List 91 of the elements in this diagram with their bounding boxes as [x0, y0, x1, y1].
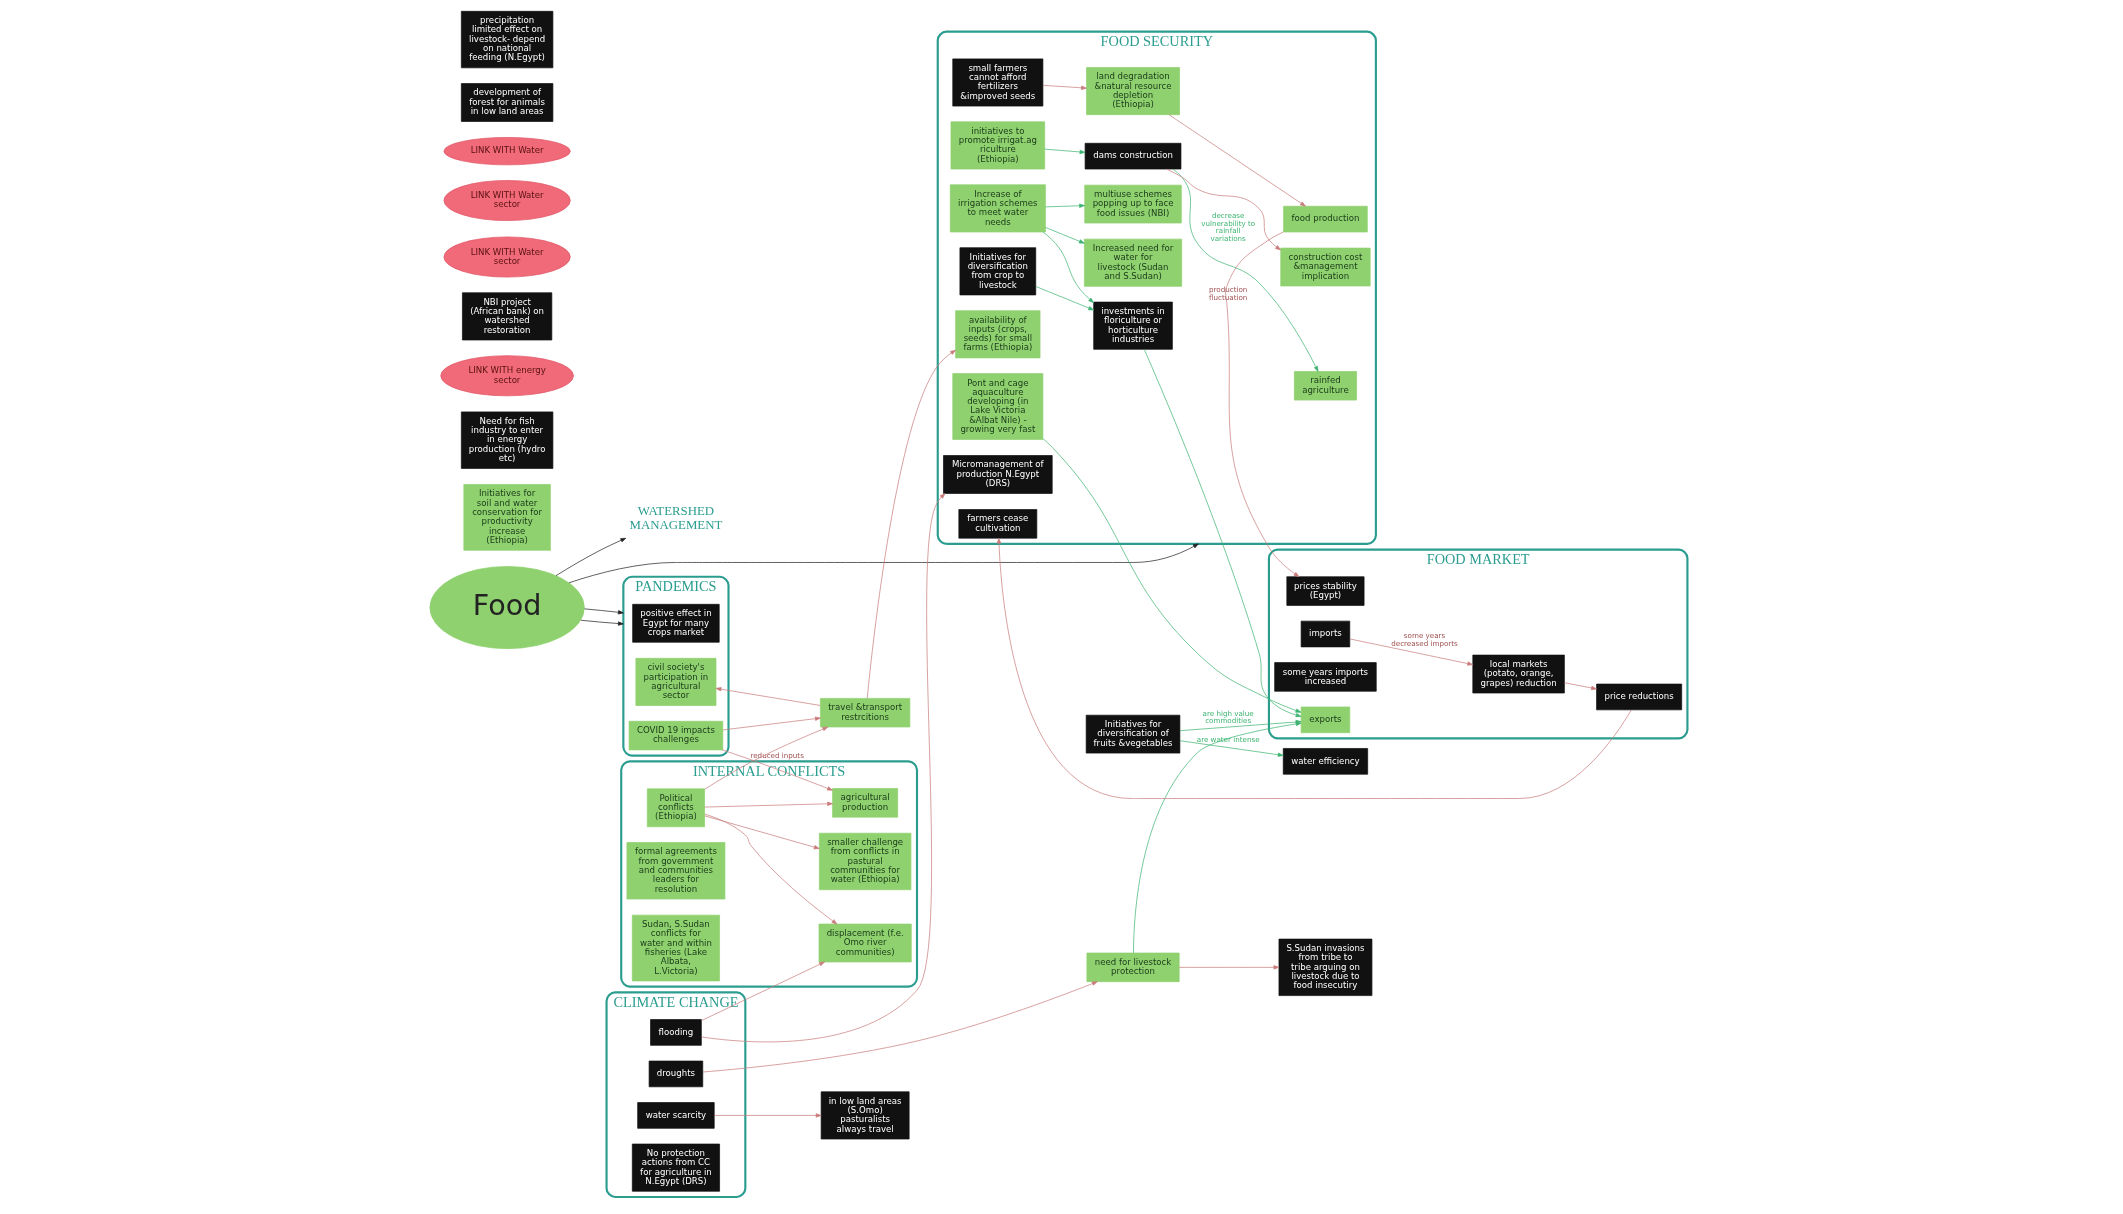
edge-label: are water intense	[1196, 735, 1260, 745]
arrow	[1172, 168, 1319, 372]
arrow	[584, 608, 624, 615]
node-box: land degradation &natural resource depletion (Ethiopia)	[1086, 67, 1180, 116]
node-box: formal agreements from government and communities leaders for resolution	[626, 842, 726, 900]
node-box: displacement (f.e. Omo river communities)	[818, 923, 912, 963]
node-box: S.Sudan invasions from tribe to tribe arguing on livestock due to food insecutiry	[1278, 938, 1373, 996]
arrow	[704, 815, 820, 850]
node-box: No protection actions from CC for agriculture in N.Egypt (DRS)	[631, 1143, 720, 1192]
node-box: water efficiency	[1282, 748, 1368, 775]
node-box: Increased need for water for livestock (Sudan and S.Sudan)	[1084, 238, 1183, 287]
arrow	[714, 1113, 822, 1118]
node-box: need for livestock protection	[1086, 952, 1180, 982]
node-ellipse: LINK WITH energy sector	[440, 355, 574, 397]
node-box: price reductions	[1596, 683, 1683, 711]
node-box: Sudan, S.Sudan conflicts for water and within fisheries (Lake Albata, L.Victoria)	[631, 914, 720, 982]
node-box: in low land areas (S.Omo) pasturalists always travel	[820, 1091, 910, 1140]
arrow	[1179, 740, 1284, 757]
node-ellipse: Food	[429, 566, 585, 650]
arrow	[1143, 349, 1302, 718]
node-box: food production	[1283, 205, 1368, 233]
node-box: NBI project (African bank) on watershed restoration	[462, 292, 553, 341]
node-box: small farmers cannot afford fertilizers &improved seeds	[952, 58, 1044, 107]
arrow	[701, 493, 946, 1043]
arrow	[1045, 227, 1085, 244]
arrow	[702, 981, 1098, 1073]
node-box: Initiatives for diversification of fruits &vegetables	[1085, 714, 1181, 754]
node-box: availability of inputs (crops, seeds) for small farms (Ethiopia)	[955, 310, 1041, 359]
node-box: initiatives to promote irrigat.agriculture (Ethiopia)	[950, 121, 1046, 170]
arrow	[1035, 286, 1094, 311]
node-ellipse: LINK WITH Water	[443, 137, 571, 166]
arrow	[1178, 965, 1280, 970]
edge-label: decrease vulnerability to rainfall variations	[1201, 210, 1256, 244]
node-box: civil society's participation in agricultural sector	[635, 657, 717, 706]
edge-label: some years decreased imports	[1391, 631, 1458, 649]
node-box: Pont and cage aquaculture developing (in Lake Victoria &Albat Nile) - growing very fast	[952, 373, 1044, 440]
node-box: water scarcity	[637, 1102, 715, 1129]
arrow	[721, 749, 833, 791]
arrow	[1168, 114, 1306, 207]
node-box: development of forest for animals in low land areas	[460, 83, 554, 122]
edge-label: are high value commodities	[1202, 708, 1254, 726]
arrow	[722, 716, 821, 731]
arrow	[1042, 84, 1087, 90]
arrow	[704, 726, 829, 790]
node-box: farmers cease cultivation	[958, 509, 1038, 539]
node-box: travel &transport restrcitions	[820, 698, 911, 728]
node-box: Political conflicts (Ethiopia)	[646, 788, 705, 828]
arrow	[996, 537, 1632, 799]
node-box: precipitation limited effect on livestock- depend on national feeding (N.Egypt)	[460, 10, 554, 69]
node-box: droughts	[648, 1060, 704, 1088]
node-box: agricultural production	[832, 788, 899, 818]
node-box: dams construction	[1084, 142, 1182, 170]
node-box: Initiatives for soil and water conservation for productivity increase (Ethiopia)	[463, 484, 551, 551]
node-box: smaller challenge from conflicts in pastural communities for water (Ethiopia)	[819, 832, 912, 891]
node-box: Increase of irrigation schemes to meet water needs	[949, 184, 1046, 233]
node-box: multiuse schemes popping up to face food issues (NBI)	[1084, 184, 1182, 224]
arrow	[715, 687, 821, 706]
node-box: local markets (potato, orange, grapes) reduction	[1472, 654, 1565, 694]
node-box: imports	[1300, 620, 1351, 648]
arrow	[568, 543, 1199, 584]
node-box: Initiatives for diversification from crop to livestock	[959, 247, 1037, 296]
arrow	[1042, 231, 1094, 303]
arrow	[1045, 203, 1085, 208]
node-ellipse: LINK WITH Water sector	[443, 236, 571, 278]
arrow	[866, 349, 956, 699]
node-box: Micromanagement of production N.Egypt (DRS)	[943, 455, 1053, 494]
edge-label: reduced inputs	[750, 750, 804, 760]
node-ellipse: LINK WITH Water sector	[443, 180, 571, 221]
node-box: investments in floriculture or horticulture industries	[1093, 301, 1173, 350]
node-box: positive effect in Egypt for many crops market	[632, 603, 720, 643]
arrow	[1166, 168, 1281, 251]
arrow	[1349, 638, 1474, 666]
arrow	[580, 619, 624, 626]
node-box: exports	[1300, 706, 1351, 734]
arrow	[701, 961, 825, 1021]
arrow	[1564, 682, 1597, 691]
arrow	[1042, 438, 1302, 713]
arrow	[1225, 231, 1300, 578]
node-box: Need for fish industry to enter in energy production (hydro etc)	[460, 411, 554, 469]
arrow	[704, 801, 833, 808]
node-box: construction cost &management implication	[1280, 247, 1371, 287]
node-box: rainfed agriculture	[1294, 371, 1357, 401]
arrow	[555, 537, 627, 576]
node-box: COVID 19 impacts challenges	[628, 720, 724, 751]
arrow	[1044, 148, 1086, 155]
edge-label: production fluctuation	[1209, 285, 1248, 302]
node-box: flooding	[650, 1019, 702, 1046]
node-box: some years imports increased	[1274, 662, 1377, 692]
arrow	[704, 813, 838, 925]
node-text: WATERSHED MANAGEMENT	[629, 503, 723, 533]
node-box: prices stability (Egypt)	[1286, 576, 1365, 606]
